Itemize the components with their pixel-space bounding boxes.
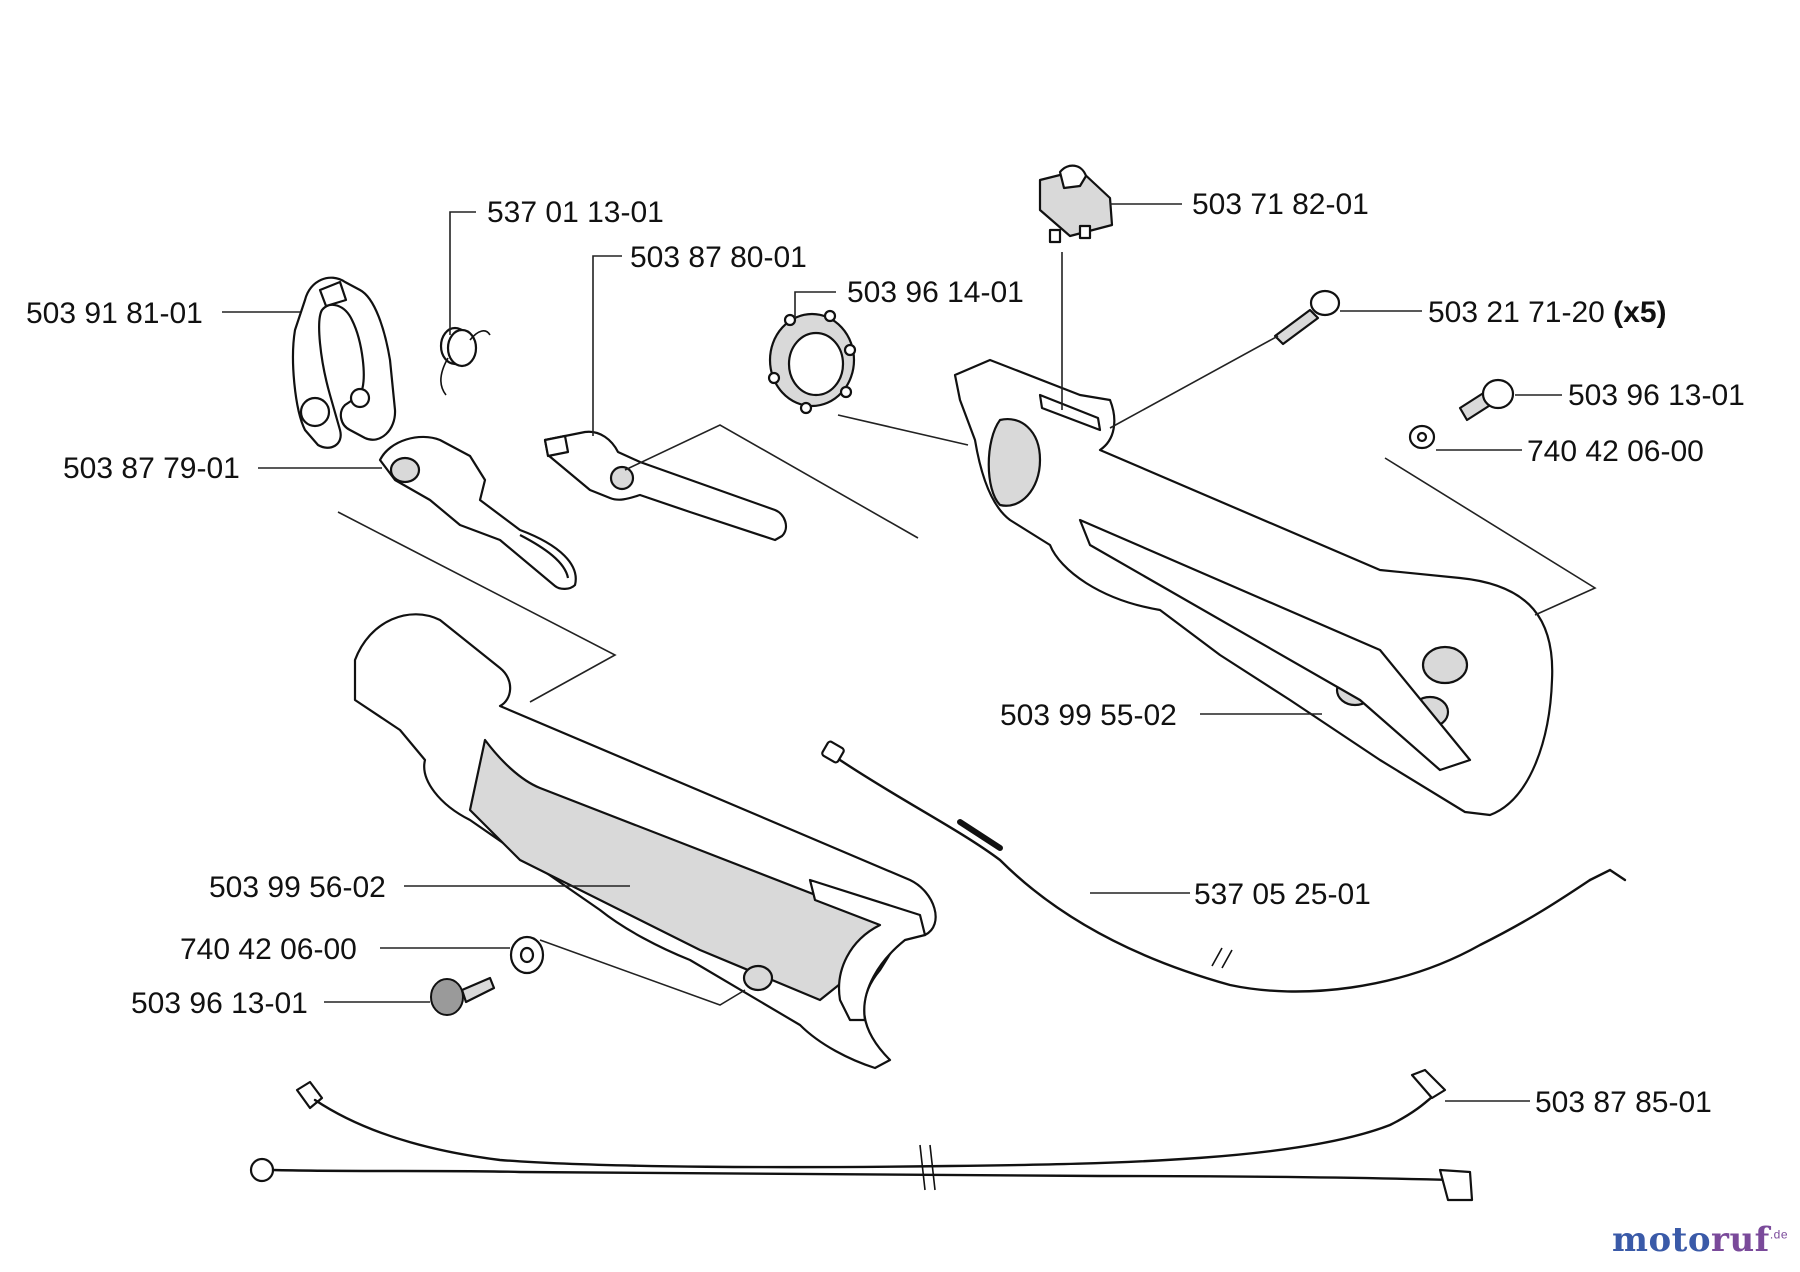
throttle-lever-part <box>543 430 788 542</box>
washer-left-part <box>509 935 545 975</box>
screw-right-part <box>1458 378 1515 422</box>
spring-part <box>439 326 491 396</box>
part-label-503-21-71-20: 503 21 71-20 (x5) <box>1428 296 1667 329</box>
clamp-part <box>291 276 397 449</box>
part-label-503-87-85-01: 503 87 85-01 <box>1535 1086 1712 1119</box>
screw-part <box>1273 289 1341 346</box>
part-label-503-99-55-02: 503 99 55-02 <box>1000 699 1177 732</box>
part-label-503-71-82-01: 503 71 82-01 <box>1192 188 1369 221</box>
part-label-503-96-13-01-right: 503 96 13-01 <box>1568 379 1745 412</box>
trigger-part <box>378 435 577 590</box>
handle-shell-part <box>353 613 937 1070</box>
assembly-lines <box>337 252 1597 1006</box>
screw-left-part <box>430 976 496 1016</box>
handle-half-part <box>953 358 1554 817</box>
part-label-537-01-13-01: 537 01 13-01 <box>487 196 664 229</box>
part-label-503-87-79-01: 503 87 79-01 <box>63 452 240 485</box>
leader-lines <box>222 203 1562 1102</box>
part-label-503-91-81-01: 503 91 81-01 <box>26 297 203 330</box>
damper-ring-part <box>767 309 857 415</box>
part-label-740-42-06-00-right: 740 42 06-00 <box>1527 435 1704 468</box>
quantity-badge: (x5) <box>1613 296 1666 329</box>
part-label-503-96-13-01-left: 503 96 13-01 <box>131 987 308 1020</box>
part-label-503-87-80-01: 503 87 80-01 <box>630 241 807 274</box>
watermark-suffix: .de <box>1769 1227 1788 1242</box>
watermark-brand-a: moto <box>1612 1220 1712 1260</box>
washer-right-part <box>1408 424 1436 450</box>
wire-harness-part <box>249 1068 1474 1202</box>
part-label-503-96-14-01: 503 96 14-01 <box>847 276 1024 309</box>
part-label-537-05-25-01: 537 05 25-01 <box>1194 878 1371 911</box>
part-label-503-99-56-02: 503 99 56-02 <box>209 871 386 904</box>
part-label-740-42-06-00-left: 740 42 06-00 <box>180 933 357 966</box>
watermark-logo: motoruf.de <box>1612 1220 1788 1260</box>
watermark-brand-b: ruf <box>1711 1220 1770 1260</box>
throttle-cable-part <box>821 740 1627 993</box>
stop-switch-part <box>1038 164 1114 244</box>
